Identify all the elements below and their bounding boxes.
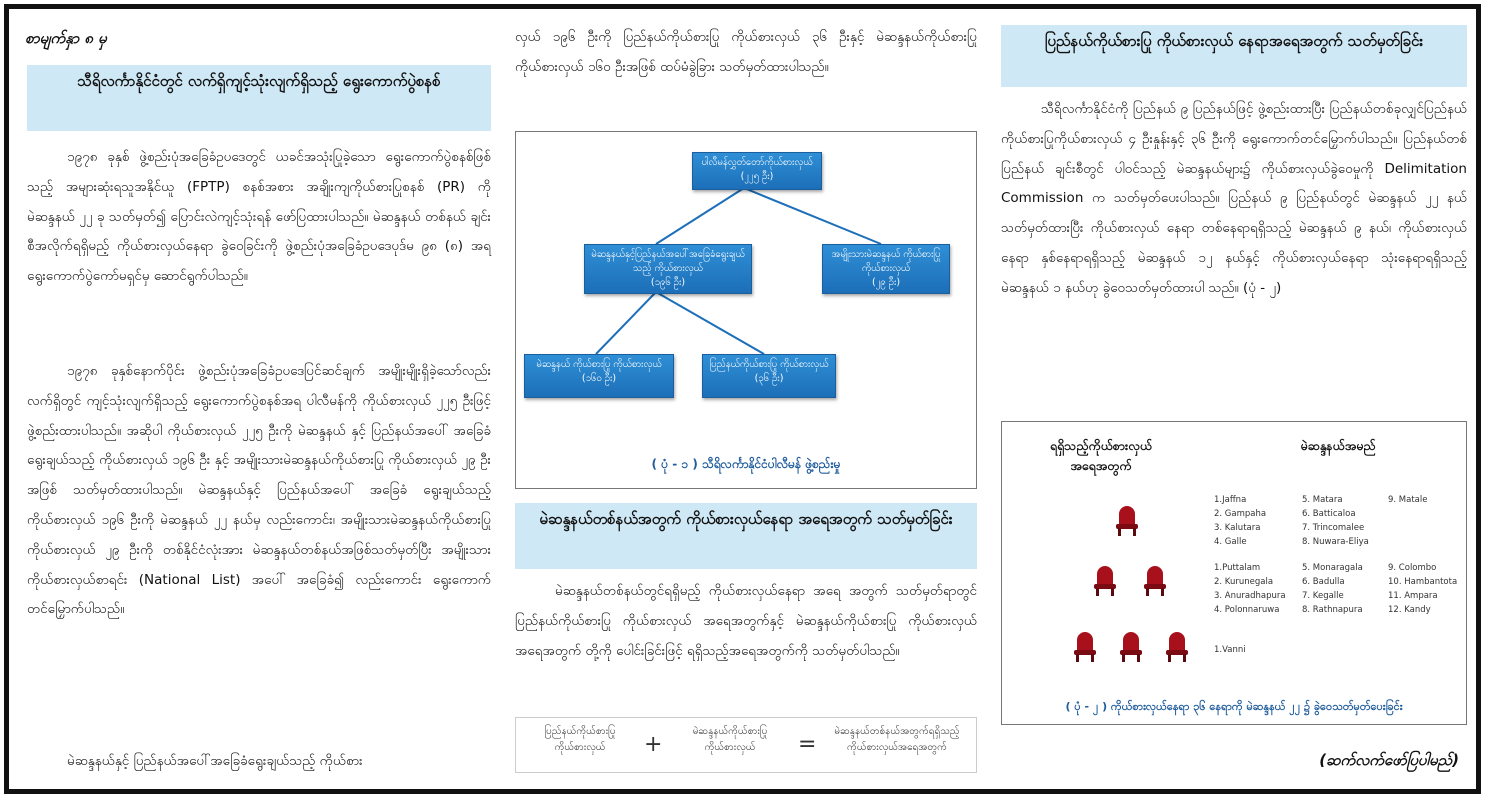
org-node-district-province-count: (၁၉၆ ဦး) [650, 277, 686, 288]
figure-district-heading: မဲဆန္ဒနယ်အမည် [1300, 438, 1376, 453]
district-name: 12. Kandy [1388, 605, 1431, 615]
district-name: 7. Kegalle [1302, 591, 1344, 601]
district-name: 9. Matale [1388, 495, 1428, 505]
district-name: 8. Nuwara-Eliya [1302, 537, 1369, 547]
left-paragraph-1: ၁၉၇၈ ခုနှစ် ဖွဲ့စည်းပုံအခြေခံဥပဒေတွင် ယခ… [27, 149, 491, 285]
page-frame: စာမျက်နှာ ၈ မှ သီရိလင်္ကာနိုင်ငံတွင် လက်… [4, 4, 1481, 794]
figure-seats-heading: ရရှိသည့်ကိုယ်စားလှယ် အရေအတွက် [1049, 438, 1153, 473]
org-node-national-count: (၂၉ ဦး) [871, 277, 901, 288]
seat-formula: ပြည်နယ်ကိုယ်စားပြု ကိုယ်စားလှယ် + မဲဆန္ဒ… [515, 717, 977, 773]
org-node-province: ပြည်နယ်ကိုယ်စားပြု ကိုယ်စားလှယ် (၃၆ ဦး) [702, 354, 836, 398]
org-node-district-province-label: မဲဆန္ဒနယ်နှင့်ပြည်နယ်အပေါ်အခြေခံရွေးချယ်… [591, 249, 745, 274]
continued-note: (ဆက်လက်ဖော်ပြပါမည်) [1319, 751, 1459, 769]
connector-root-left [655, 187, 745, 245]
district-name: 1.Jaffna [1214, 495, 1247, 505]
district-name: 6. Batticaloa [1302, 509, 1356, 519]
district-name: 4. Galle [1214, 537, 1247, 547]
district-name: 7. Trincomalee [1302, 523, 1365, 533]
district-name: 1.Vanni [1214, 645, 1246, 655]
left-heading: သီရိလင်္ကာနိုင်ငံတွင် လက်ရှိကျင့်သုံးလျက… [27, 65, 491, 131]
seat-icon [1074, 632, 1096, 662]
district-name: 3. Anuradhapura [1214, 591, 1286, 601]
formula-equals: = [798, 732, 817, 757]
left-column: စာမျက်နှာ ၈ မှ သီရိလင်္ကာနိုင်ငံတွင် လက်… [19, 9, 497, 789]
page-label: စာမျက်နှာ ၈ မှ [25, 29, 107, 47]
formula-province-term: ပြည်နယ်ကိုယ်စားပြု ကိုယ်စားလှယ် [544, 726, 616, 753]
right-paragraph: သီရိလင်္ကာနိုင်ငံကို ပြည်နယ် ၉ ပြည်နယ်ဖြ… [1001, 101, 1467, 296]
district-name: 9. Colombo [1388, 563, 1437, 573]
district-name: 6. Badulla [1302, 577, 1345, 587]
left-paragraph-2: ၁၉၇၈ ခုနှစ်နောက်ပိုင်း ဖွဲ့စည်းပုံအခြေခံ… [27, 363, 491, 618]
district-name: 10. Hambantota [1388, 577, 1458, 587]
org-node-parliament: ပါလီမန်လွှတ်တော်ကိုယ်စားလှယ် (၂၂၅ ဦး) [692, 152, 822, 190]
org-node-district-count: (၁၆၀ ဦး) [581, 373, 617, 384]
formula-result-term: မဲဆန္ဒနယ်တစ်နယ်အတွက်ရရှိသည့် ကိုယ်စားလှယ… [834, 726, 960, 753]
left-paragraph-3: မဲဆန္ဒနယ်နှင့် ပြည်နယ်အပေါ်အခြေခံရွေးချယ… [67, 753, 363, 769]
org-node-province-count: (၃၆ ဦး) [754, 373, 784, 384]
connector-mid-leafleft [595, 291, 657, 355]
district-name: 8. Rathnapura [1302, 605, 1363, 615]
seat-icon [1166, 632, 1188, 662]
org-node-national: အမျိုးသားမဲဆန္ဒနယ် ကိုယ်စားပြု ကိုယ်စားလ… [822, 244, 950, 294]
district-name: 5. Matara [1302, 495, 1343, 505]
seats-figure: ရရှိသည့်ကိုယ်စားလှယ် အရေအတွက် မဲဆန္ဒနယ်အ… [1001, 421, 1467, 725]
org-chart-caption: ( ပုံ - ၁ ) သီရိလင်္ကာနိုင်ငံပါလီမန် ဖွဲ… [651, 457, 841, 471]
formula-district-term: မဲဆန္ဒနယ်ကိုယ်စားပြု ကိုယ်စားလှယ် [692, 726, 768, 753]
connector-mid-leafright [655, 291, 765, 355]
org-node-district-label: မဲဆန္ဒနယ် ကိုယ်စားပြု ကိုယ်စားလှယ် [536, 359, 662, 370]
right-heading: ပြည်နယ်ကိုယ်စားပြု ကိုယ်စားလှယ် နေရာအရေအ… [1001, 25, 1467, 87]
district-name: 2. Gampaha [1214, 509, 1267, 519]
connector-root-right [743, 187, 882, 245]
district-name: 4. Polonnaruwa [1214, 605, 1280, 615]
org-node-province-label: ပြည်နယ်ကိုယ်စားပြု ကိုယ်စားလှယ် [709, 359, 829, 370]
middle-paragraph: မဲဆန္ဒနယ်တစ်နယ်တွင်ရရှိမည့် ကိုယ်စားလှယ်… [515, 583, 977, 659]
seat-icon [1144, 566, 1166, 596]
seats-figure-caption: ( ပုံ - ၂ ) ကိုယ်စားလှယ်နေရာ ၃၆ နေရာကို … [1065, 700, 1403, 713]
org-chart-figure: ပါလီမန်လွှတ်တော်ကိုယ်စားလှယ် (၂၂၅ ဦး) မဲ… [515, 131, 977, 489]
org-node-parliament-count: (၂၂၅ ဦး) [740, 171, 774, 182]
district-name: 5. Monaragala [1302, 563, 1363, 573]
middle-column: လှယ် ၁၉၆ ဦးကို ပြည်နယ်ကိုယ်စားပြု ကိုယ်စ… [507, 9, 983, 789]
seat-icon [1094, 566, 1116, 596]
district-name: 2. Kurunegala [1214, 577, 1274, 587]
district-name: 1.Puttalam [1214, 563, 1261, 573]
seat-icon [1116, 506, 1138, 536]
seat-icon [1120, 632, 1142, 662]
org-node-parliament-label: ပါလီမန်လွှတ်တော်ကိုယ်စားလှယ် [701, 157, 813, 168]
org-node-national-label: အမျိုးသားမဲဆန္ဒနယ် ကိုယ်စားပြု ကိုယ်စားလ… [831, 249, 941, 274]
org-chart-connectors [595, 187, 882, 355]
district-name: 11. Ampara [1388, 591, 1438, 601]
district-name: 3. Kalutara [1214, 523, 1261, 533]
middle-heading: မဲဆန္ဒနယ်တစ်နယ်အတွက် ကိုယ်စားလှယ်နေရာ အရ… [515, 503, 977, 569]
org-node-district-province: မဲဆန္ဒနယ်နှင့်ပြည်နယ်အပေါ်အခြေခံရွေးချယ်… [584, 244, 752, 294]
middle-top-paragraph: လှယ် ၁၉၆ ဦးကို ပြည်နယ်ကိုယ်စားပြု ကိုယ်စ… [515, 29, 977, 75]
right-column: ပြည်နယ်ကိုယ်စားပြု ကိုယ်စားလှယ် နေရာအရေအ… [993, 9, 1475, 789]
formula-plus: + [644, 732, 663, 757]
org-node-district: မဲဆန္ဒနယ် ကိုယ်စားပြု ကိုယ်စားလှယ် (၁၆၀ … [524, 354, 674, 398]
